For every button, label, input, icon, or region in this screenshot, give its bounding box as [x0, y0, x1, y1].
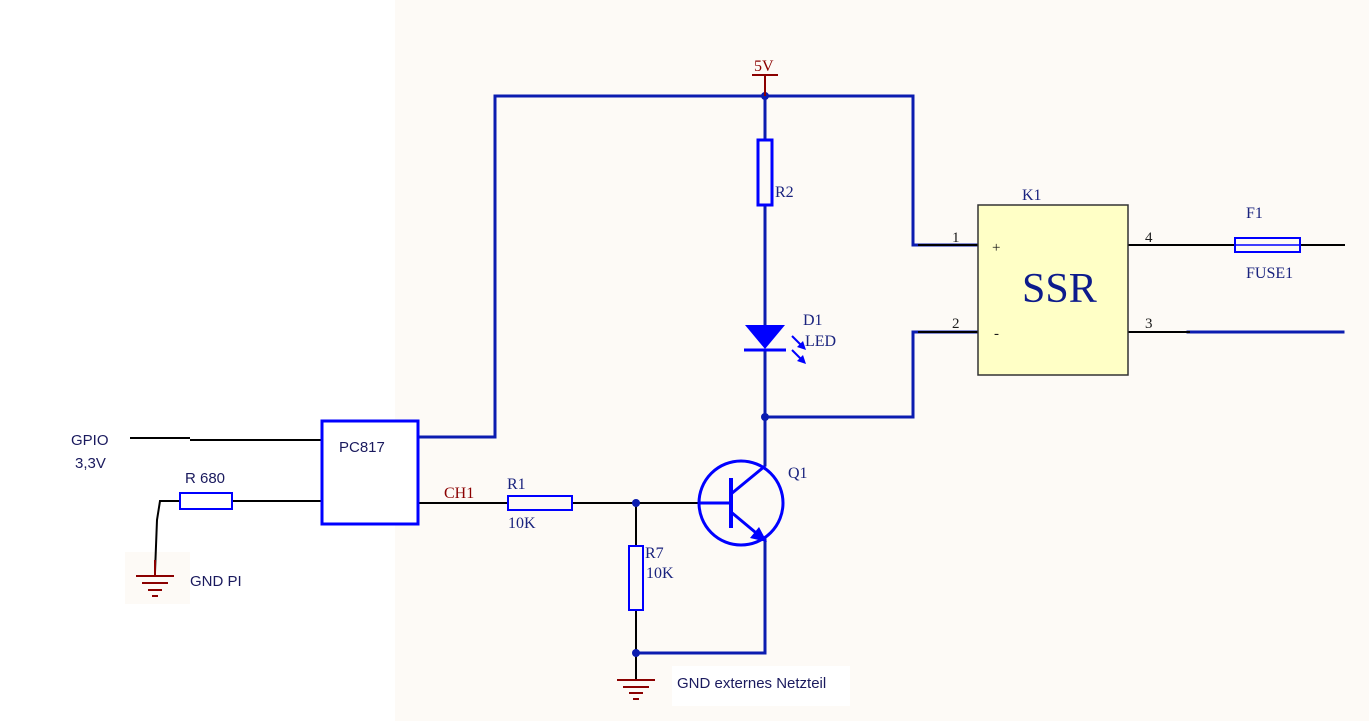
transistor-q1	[697, 459, 785, 547]
fuse-f1-name: F1	[1246, 205, 1263, 222]
optocoupler-label: PC817	[339, 439, 385, 456]
ground-external-label: GND externes Netzteil	[677, 675, 826, 692]
gpio-voltage-label: 3,3V	[75, 455, 106, 472]
fuse-f1-value: FUSE1	[1246, 265, 1293, 282]
ssr-minus-sign: -	[994, 326, 999, 342]
led-d1-name: D1	[803, 312, 823, 329]
power-5v-symbol	[752, 74, 778, 96]
ssr-pin-2: 2	[952, 316, 960, 332]
resistor-r1	[507, 495, 573, 511]
ground-external-symbol	[617, 679, 655, 700]
ssr-pin-3: 3	[1145, 316, 1153, 332]
net-label-ch1: CH1	[444, 485, 474, 502]
resistor-r1-value: 10K	[508, 515, 536, 532]
ssr-label: SSR	[1022, 266, 1097, 312]
optocoupler-pc817	[320, 419, 420, 526]
resistor-r7-name: R7	[645, 545, 664, 562]
resistor-r680	[179, 492, 233, 510]
resistor-r2-name: R2	[775, 184, 794, 201]
resistor-r1-name: R1	[507, 476, 526, 493]
led-d1	[744, 325, 806, 364]
ssr-k1	[977, 204, 1129, 376]
ssr-pin-1: 1	[952, 230, 960, 246]
resistor-r7-value: 10K	[646, 565, 674, 582]
junction-dot	[632, 499, 640, 507]
transistor-q1-name: Q1	[788, 465, 808, 482]
junction-dot	[632, 649, 640, 657]
led-d1-value: LED	[805, 333, 836, 350]
ground-external-label-bg	[672, 666, 850, 706]
gpio-label: GPIO	[71, 432, 109, 449]
ground-pi-symbol	[136, 560, 174, 597]
sheet-background	[395, 0, 1369, 721]
ssr-k1-name: K1	[1022, 187, 1042, 204]
power-5v-label: 5V	[754, 58, 774, 75]
ground-pi-label: GND PI	[190, 573, 242, 590]
ssr-pin-4: 4	[1145, 230, 1153, 246]
resistor-r2	[756, 138, 774, 207]
resistor-r7	[628, 545, 644, 611]
junction-dot	[761, 413, 769, 421]
resistor-r680-label: R 680	[185, 470, 225, 487]
ssr-plus-sign: +	[992, 240, 1000, 256]
